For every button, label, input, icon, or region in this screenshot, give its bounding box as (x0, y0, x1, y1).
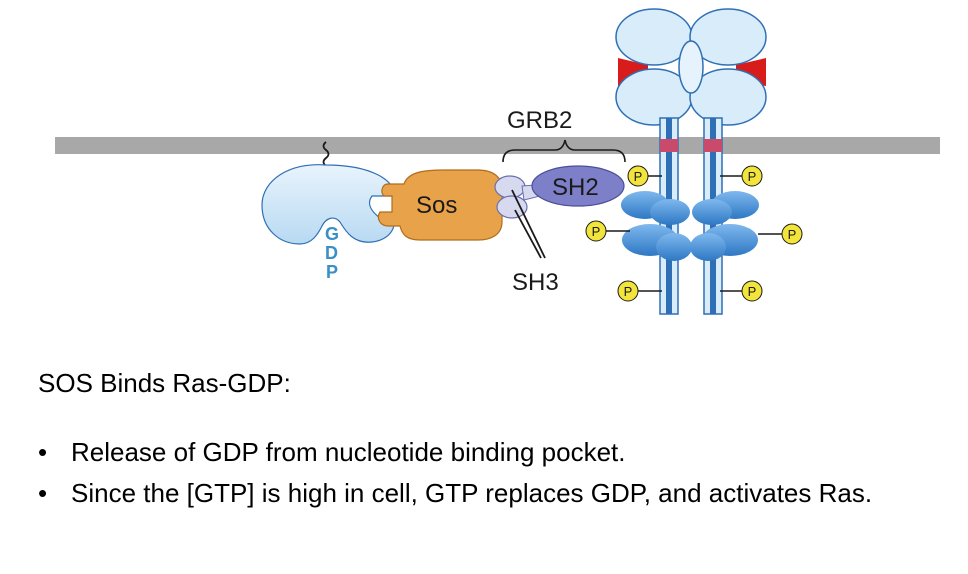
sh3-label: SH3 (512, 269, 559, 296)
phospho-circles (585, 165, 803, 302)
bullet-list: • Release of GDP from nucleotide binding… (38, 435, 938, 517)
grb2-sh2-domain (531, 165, 625, 207)
sos-protein (377, 169, 503, 241)
cell-membrane (55, 137, 940, 154)
sos-label: Sos (416, 192, 457, 219)
bullet-marker: • (38, 478, 48, 508)
bullet-text: Since the [GTP] is high in cell, GTP rep… (71, 478, 873, 508)
sh3-pointer-2 (514, 209, 542, 259)
grb2-label: GRB2 (507, 107, 572, 134)
caption: SOS Binds Ras-GDP: (38, 368, 291, 398)
phospho-label-1: P (634, 169, 643, 184)
ras-protein (261, 164, 395, 245)
phospho-label-2: P (748, 169, 757, 184)
bullet-item: • Since the [GTP] is high in cell, GTP r… (38, 476, 938, 511)
phospho-label-3: P (592, 224, 601, 239)
bullet-marker: • (38, 437, 48, 467)
phospho-label-4: P (788, 227, 797, 242)
receptor-extracellular (615, 8, 767, 126)
phospho-label-5: P (624, 284, 633, 299)
bullet-text: Release of GDP from nucleotide binding p… (71, 437, 626, 467)
grb2-brace (502, 139, 626, 163)
phospho-label-6: P (748, 284, 757, 299)
ras-anchor (322, 141, 330, 167)
gdp-letter-g: G (325, 224, 339, 244)
signaling-diagram: P P P P P P G D P Sos SH2 GRB2 SH3 (55, 8, 940, 315)
sh2-label: SH2 (552, 174, 599, 201)
kinase-domains (621, 191, 759, 261)
gdp-letter-p: P (326, 262, 338, 282)
bullet-item: • Release of GDP from nucleotide binding… (38, 435, 938, 470)
gdp-letter-d: D (325, 243, 338, 263)
sh3-pointer-1 (511, 189, 546, 259)
